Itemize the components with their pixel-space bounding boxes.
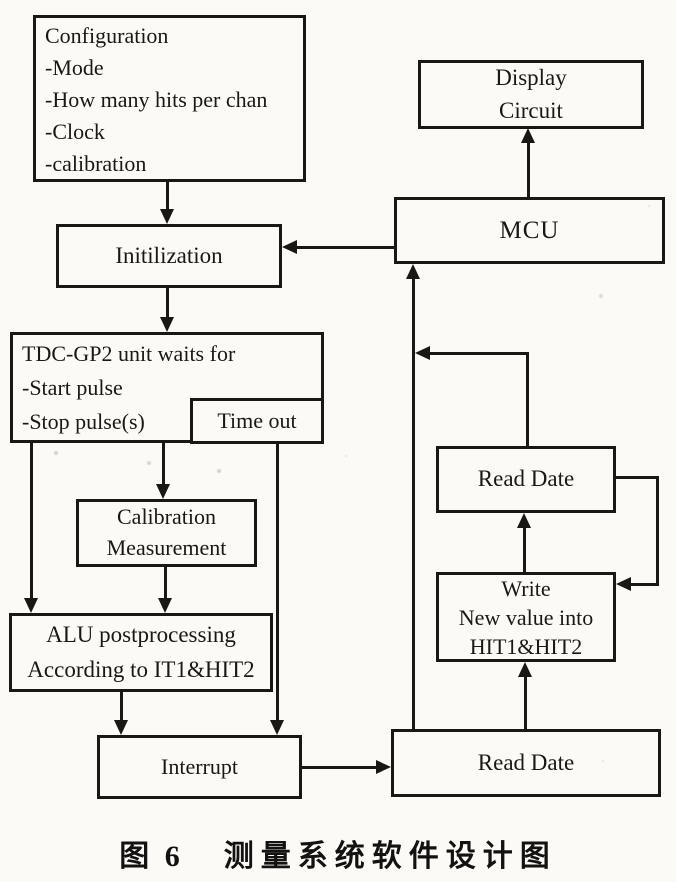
arrowhead-tdc-to-calibration xyxy=(156,484,170,499)
connector-read-date-upper-loop-bottom xyxy=(630,583,659,586)
connector-mcu-to-initialization xyxy=(295,246,394,249)
arrowhead-read-date-lower-to-mcu xyxy=(406,264,420,279)
node-alu-postprocessing: ALU postprocessing According to IT1&HIT2 xyxy=(9,613,273,692)
arrowhead-write-to-read-date-upper xyxy=(517,513,531,528)
connector-initialization-to-tdc xyxy=(166,288,169,319)
arrowhead-mcu-to-display xyxy=(521,128,535,143)
arrowhead-alu-to-interrupt xyxy=(114,720,128,735)
node-tdc-wait: TDC-GP2 unit waits for -Start pulse -Sto… xyxy=(10,332,324,443)
connector-interrupt-to-read-date-lower xyxy=(302,766,377,769)
node-write-new-value: Write New value into HIT1&HIT2 xyxy=(436,572,616,662)
figure-title: 测量系统软件设计图 xyxy=(223,840,557,873)
arrowhead-calibration-to-alu xyxy=(158,598,172,613)
figure-label: 图 6 xyxy=(119,840,184,873)
node-interrupt: Interrupt xyxy=(97,735,302,799)
connector-read-date-lower-to-write xyxy=(524,676,527,729)
node-initialization: Initilization xyxy=(56,224,282,288)
arrowhead-read-date-upper-loop xyxy=(616,577,631,591)
arrowhead-mcu-to-initialization xyxy=(282,240,297,254)
arrowhead-configuration-to-initialization xyxy=(160,209,174,224)
node-time-out: Time out xyxy=(190,398,324,444)
connector-read-date-upper-loop-top xyxy=(616,476,659,479)
node-read-date-upper: Read Date xyxy=(436,446,616,513)
arrowhead-read-date-lower-to-write xyxy=(518,662,532,677)
node-read-date-lower: Read Date xyxy=(391,729,661,797)
connector-read-date-lower-to-mcu xyxy=(412,277,415,729)
arrowhead-initialization-to-tdc xyxy=(160,317,174,332)
connector-mcu-to-display xyxy=(527,141,530,197)
arrowhead-tdc-to-alu xyxy=(24,598,38,613)
connector-tdc-to-alu xyxy=(30,443,33,600)
connector-configuration-to-initialization xyxy=(166,182,169,211)
connector-tdc-to-calibration xyxy=(162,443,165,486)
scan-noise xyxy=(0,0,2,2)
connector-read-date-upper-loop-side xyxy=(656,476,659,586)
connector-alu-to-interrupt xyxy=(120,692,123,722)
node-display-circuit: Display Circuit xyxy=(418,60,644,129)
figure-caption: 图 6 测量系统软件设计图 xyxy=(0,831,676,875)
connector-read-date-upper-feedback-horizontal xyxy=(429,352,529,355)
arrowhead-read-date-upper-feedback xyxy=(415,346,430,360)
connector-timeout-to-interrupt xyxy=(276,444,279,722)
node-calibration-measurement: Calibration Measurement xyxy=(76,499,257,567)
connector-read-date-upper-feedback-vertical xyxy=(526,354,529,446)
node-configuration: Configuration -Mode -How many hits per c… xyxy=(33,15,306,182)
node-mcu: MCU xyxy=(394,197,665,264)
connector-calibration-to-alu xyxy=(164,567,167,600)
arrowhead-timeout-to-interrupt xyxy=(270,720,284,735)
connector-write-to-read-date-upper xyxy=(523,526,526,572)
arrowhead-interrupt-to-read-date-lower xyxy=(376,760,391,774)
